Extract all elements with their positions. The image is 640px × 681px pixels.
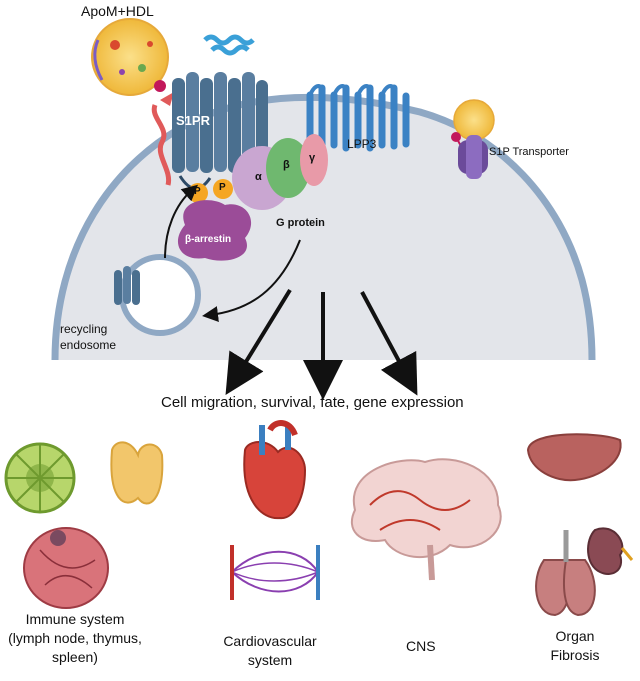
g-protein (232, 134, 328, 210)
organ-fibrosis-label: Organ Fibrosis (535, 627, 615, 665)
helix (203, 34, 255, 46)
immune-line-1: Immune system (25, 611, 125, 627)
lpp3-label: LPP3 (347, 137, 377, 151)
s1pr-label: S1PR (176, 113, 210, 128)
organ-line-1: Organ (555, 628, 595, 644)
lpp3-protein (306, 84, 410, 152)
immune-system-label: Immune system (lymph node, thymus, splee… (0, 610, 150, 667)
cardiovascular-label: Cardiovascular system (205, 632, 335, 670)
apom-hdl-label: ApoM+HDL (81, 3, 154, 19)
lymph-node-icon (4, 442, 76, 514)
cardio-line-1: Cardiovascular (223, 633, 317, 649)
endosome-label: endosome (60, 338, 117, 352)
apom-hdl-particle (91, 18, 169, 96)
s1p-transporter-label: S1P Transporter (489, 146, 569, 158)
outcomes-label: Cell migration, survival, fate, gene exp… (161, 394, 464, 411)
immune-line-2: (lymph node, thymus, (8, 630, 142, 646)
spleen-icon (23, 527, 109, 609)
g-alpha-label: α (255, 171, 262, 183)
cardio-line-2: system (247, 652, 293, 668)
heart-icon (243, 420, 307, 520)
g-gamma-label: γ (309, 152, 316, 164)
vascular-network-icon (230, 545, 320, 600)
immune-line-3: spleen) (52, 649, 98, 665)
arrow-outcome-left (225, 288, 292, 396)
g-beta-label: β (283, 159, 290, 171)
kidney-icon (587, 527, 634, 575)
phosphate-label-2: P (219, 182, 226, 193)
liver-icon (526, 433, 622, 482)
thymus-icon (110, 441, 164, 505)
s1p-transporter (451, 99, 495, 179)
phosphate-label-1: P (194, 186, 201, 197)
brain-icon (350, 458, 502, 581)
beta-arrestin-shape (177, 200, 252, 261)
lungs-icon (535, 530, 596, 617)
recycling-endosome (114, 254, 201, 336)
organ-line-2: Fibrosis (550, 647, 600, 663)
arrow-recycle-up (164, 184, 198, 259)
cns-label: CNS (406, 638, 436, 654)
beta-arrestin-label: β-arrestin (185, 234, 232, 245)
s1p-lipid-chain (151, 104, 172, 186)
arrow-outcome-right (360, 291, 418, 396)
s1pr-receptor (172, 72, 268, 190)
arrow-internalize (202, 239, 301, 322)
g-protein-label: G protein (276, 217, 325, 229)
recycling-label: recycling (60, 322, 108, 336)
